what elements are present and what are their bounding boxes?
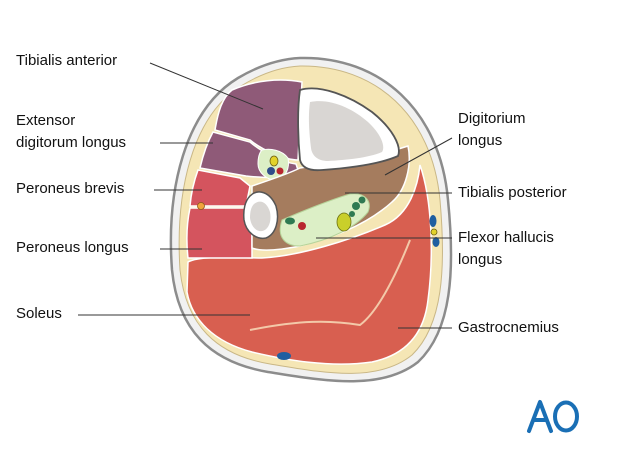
label-soleus: Soleus: [16, 305, 62, 322]
posterior-vessel-3: [352, 202, 360, 210]
ao-logo-icon: [527, 400, 579, 433]
peroneus-longus-muscle: [186, 207, 253, 259]
anterior-tibial-vessel-blue: [267, 167, 275, 175]
anterior-tibial-vessel-red: [276, 167, 284, 175]
small-saphenous-vein: [277, 352, 291, 360]
label-peroneus-brevis: Peroneus brevis: [16, 180, 125, 197]
label-peroneus-longus: Peroneus longus: [16, 239, 129, 256]
leader-tibialis-anterior: [149, 62, 264, 110]
saphenous-vein-lower: [432, 237, 440, 247]
posterior-tibial-nerve: [336, 212, 352, 232]
label-tibialis-anterior: Tibialis anterior: [16, 52, 118, 69]
posterior-tibial-vessel-2: [298, 222, 306, 230]
leader-digitorium-longus: [384, 137, 453, 176]
label-digitorium-longus: Digitorium longus: [458, 110, 526, 149]
posterior-neurovascular-fascia: [279, 193, 370, 247]
peroneus-brevis-muscle: [189, 169, 251, 207]
fibula-marrow: [250, 201, 271, 232]
label-extensor-digitorum-longus: Extensor digitorum longus: [16, 112, 127, 151]
posterior-tibial-vessel-1: [285, 217, 295, 225]
label-flexor-hallucis-longus: Flexor hallucis longus: [458, 229, 554, 268]
posterior-vessel-5: [349, 211, 355, 217]
tibia-marrow: [308, 101, 384, 161]
posterior-vessel-4: [358, 196, 366, 204]
saphenous-vein-upper: [429, 215, 437, 227]
peroneal-vessel: [197, 202, 205, 210]
label-tibialis-posterior: Tibialis posterior: [458, 184, 567, 201]
label-gastrocnemius: Gastrocnemius: [458, 319, 559, 336]
saphenous-nerve: [430, 228, 438, 236]
anterior-tibial-vessel-yellow: [269, 155, 279, 167]
intermuscular-septum: [249, 239, 411, 331]
